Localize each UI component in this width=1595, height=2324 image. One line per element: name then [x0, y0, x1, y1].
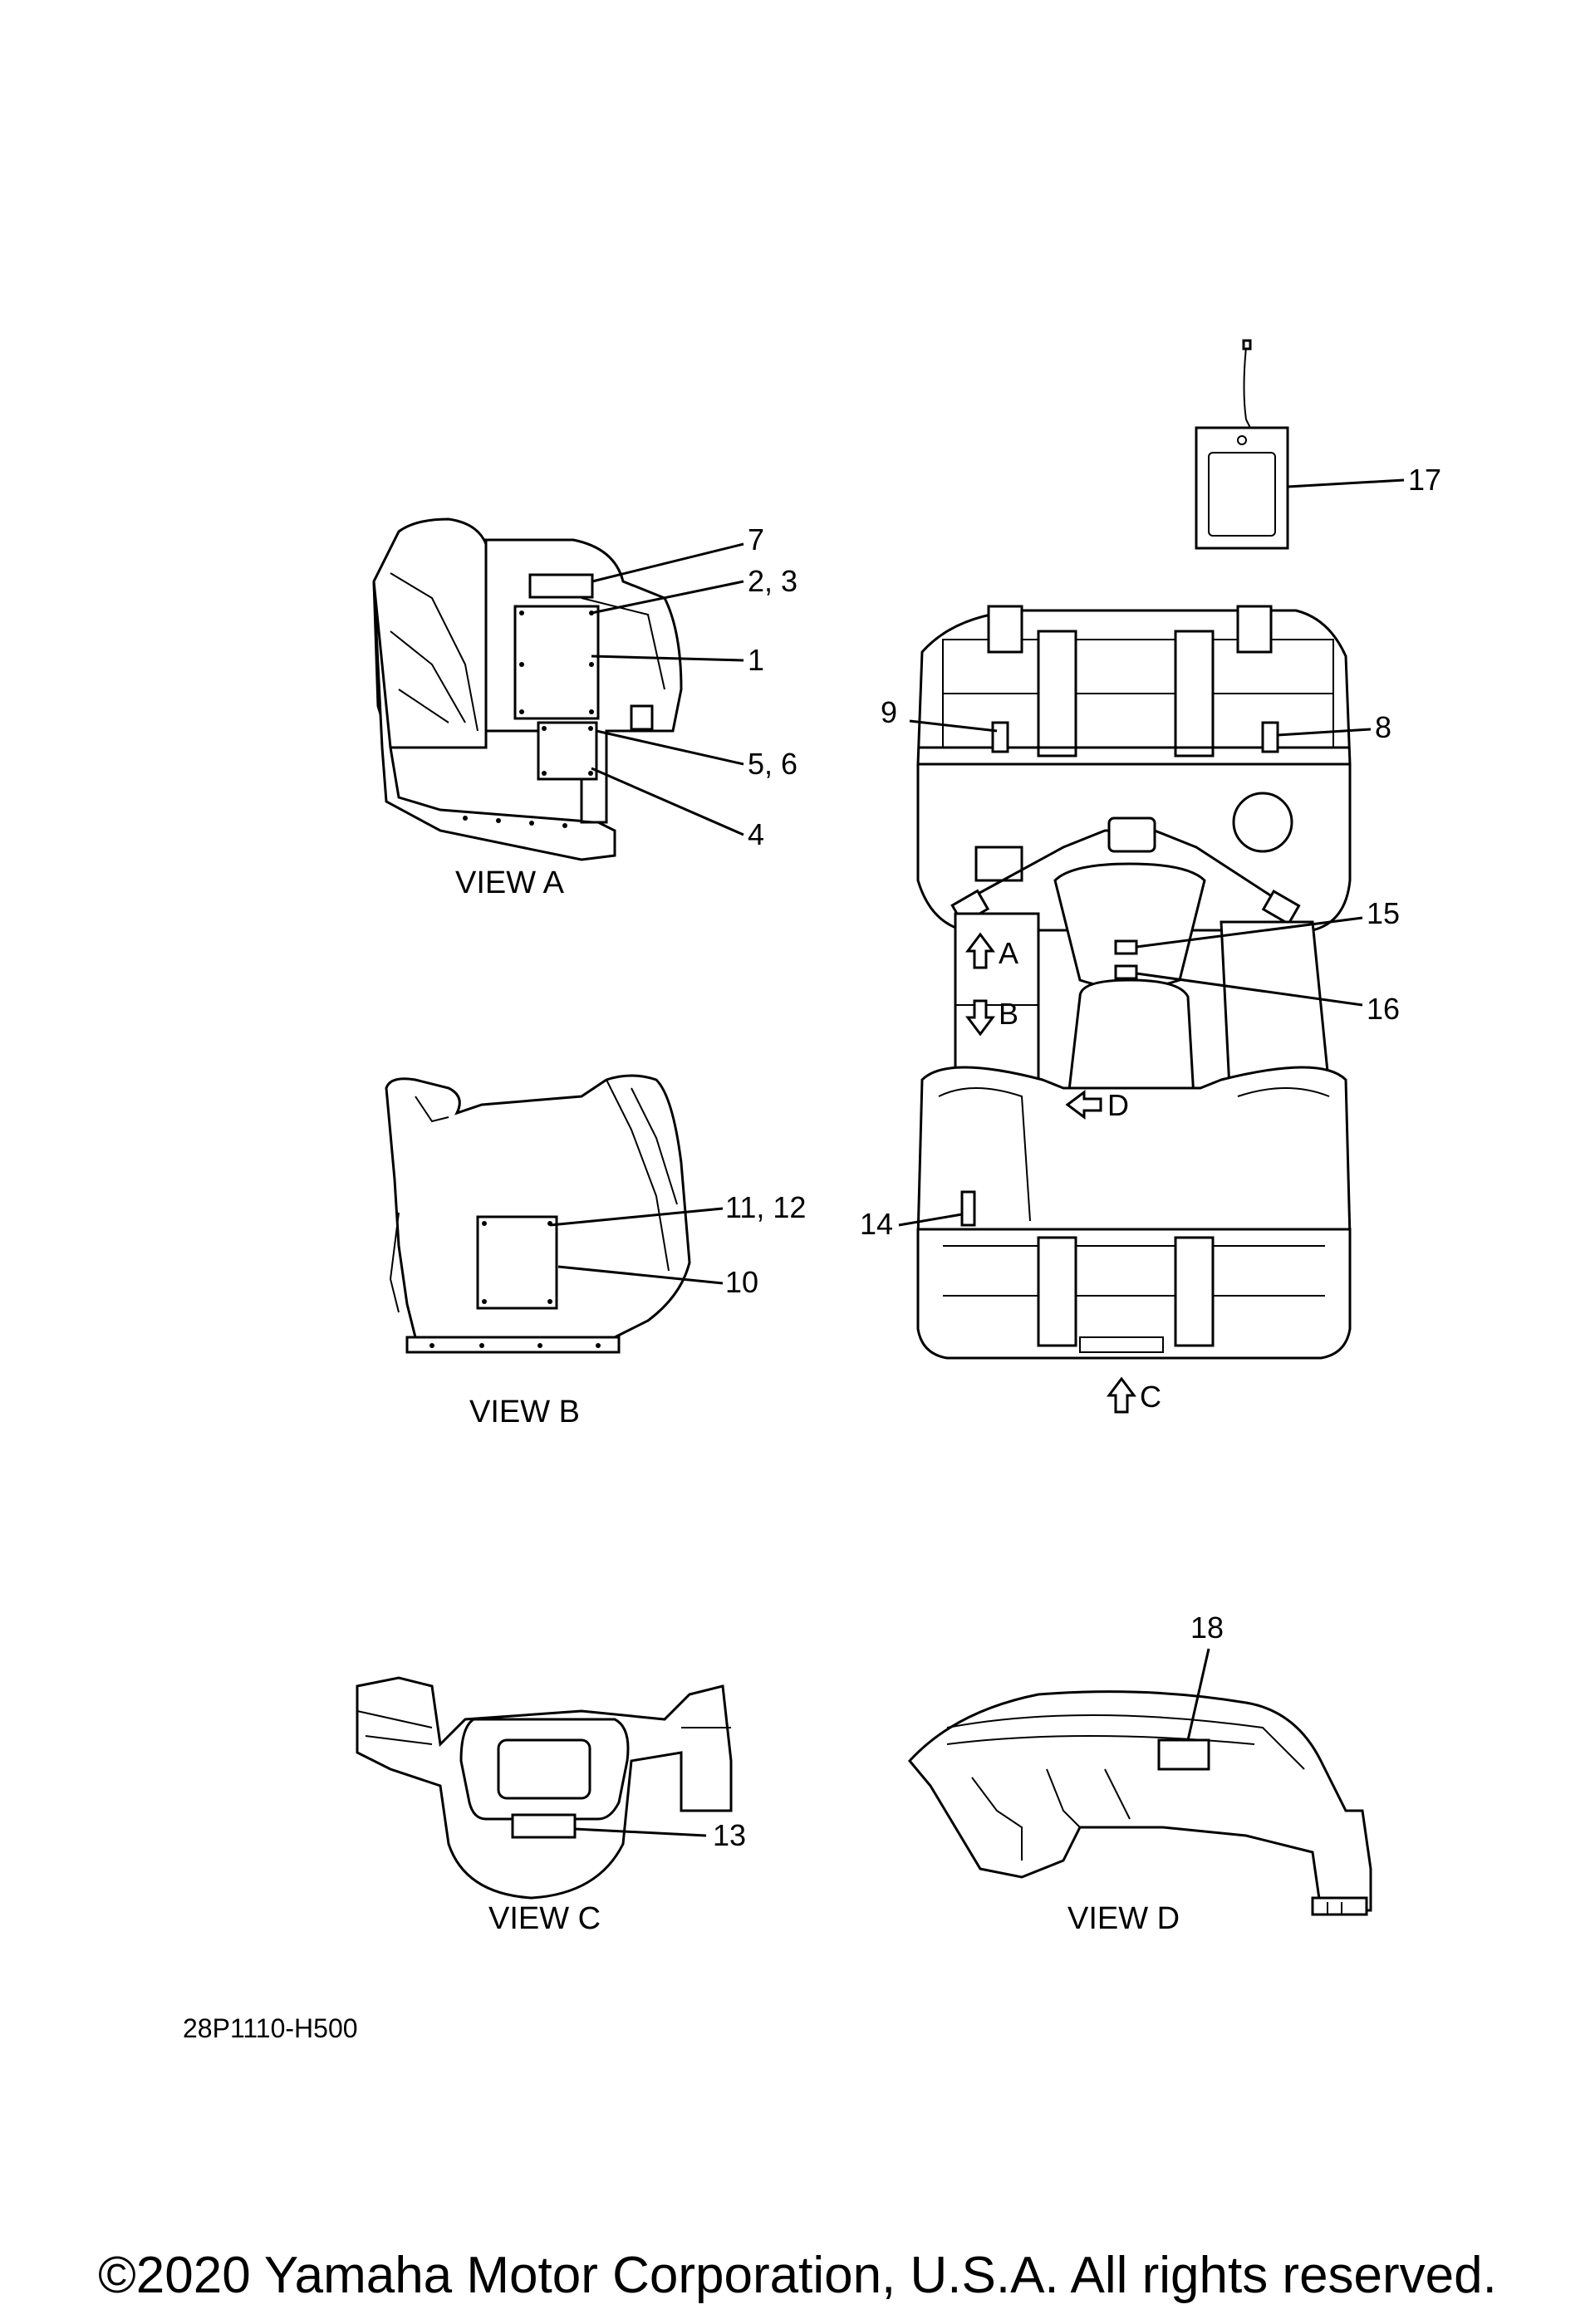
atv-top-view-drawing: [898, 605, 1372, 1414]
label-10: [476, 1215, 558, 1310]
copyright-notice: ©2020 Yamaha Motor Corporation, U.S.A. A…: [98, 2247, 1497, 2304]
callout-16: 16: [1367, 992, 1400, 1026]
callout-11-12: 11, 12: [725, 1190, 806, 1224]
view-a-arrow-label: A: [999, 936, 1018, 970]
callout-17: 17: [1408, 463, 1441, 497]
label-14: [960, 1190, 976, 1227]
callout-5-6: 5, 6: [748, 747, 798, 781]
callout-2-3: 2, 3: [748, 564, 798, 598]
callout-14: 14: [860, 1207, 893, 1241]
view-c-arrow-icon: [1107, 1376, 1136, 1414]
view-d-arrow-icon: [1065, 1090, 1102, 1120]
view-a-fender-drawing: [372, 517, 744, 861]
view-a-caption: VIEW A: [455, 865, 565, 900]
view-b-fender-drawing: [385, 1074, 724, 1354]
callout-10: 10: [725, 1265, 758, 1299]
label-13: [511, 1813, 577, 1839]
view-c-drawing: [356, 1676, 733, 1900]
view-a-arrow-icon: [965, 932, 995, 969]
callout-13: 13: [713, 1818, 746, 1852]
callout-18: 18: [1190, 1611, 1224, 1645]
label-9: [991, 721, 1009, 753]
view-d-drawing: [908, 1648, 1372, 1916]
diagram-code: 28P1110-H500: [183, 2013, 358, 2043]
hang-tag-drawing: [1195, 339, 1405, 550]
view-b-arrow-label: B: [999, 997, 1018, 1031]
callout-15: 15: [1367, 896, 1400, 930]
label-4: [537, 721, 598, 781]
view-b-caption: VIEW B: [469, 1395, 580, 1429]
view-c-arrow-label: C: [1140, 1380, 1161, 1414]
view-b-arrow-icon: [965, 999, 995, 1037]
label-8: [1261, 721, 1279, 753]
view-d-arrow-label: D: [1107, 1088, 1129, 1122]
label-18: [1157, 1738, 1210, 1771]
label-1: [513, 605, 600, 720]
callout-1: 1: [748, 643, 764, 677]
callout-4: 4: [748, 817, 764, 851]
view-c-caption: VIEW C: [488, 1901, 601, 1936]
label-15: [1114, 939, 1138, 955]
callout-7: 7: [748, 522, 764, 556]
view-d-caption: VIEW D: [1067, 1901, 1180, 1936]
label-16: [1114, 964, 1138, 980]
callout-8: 8: [1375, 710, 1391, 744]
label-7: [528, 573, 594, 599]
callout-9: 9: [881, 695, 897, 729]
